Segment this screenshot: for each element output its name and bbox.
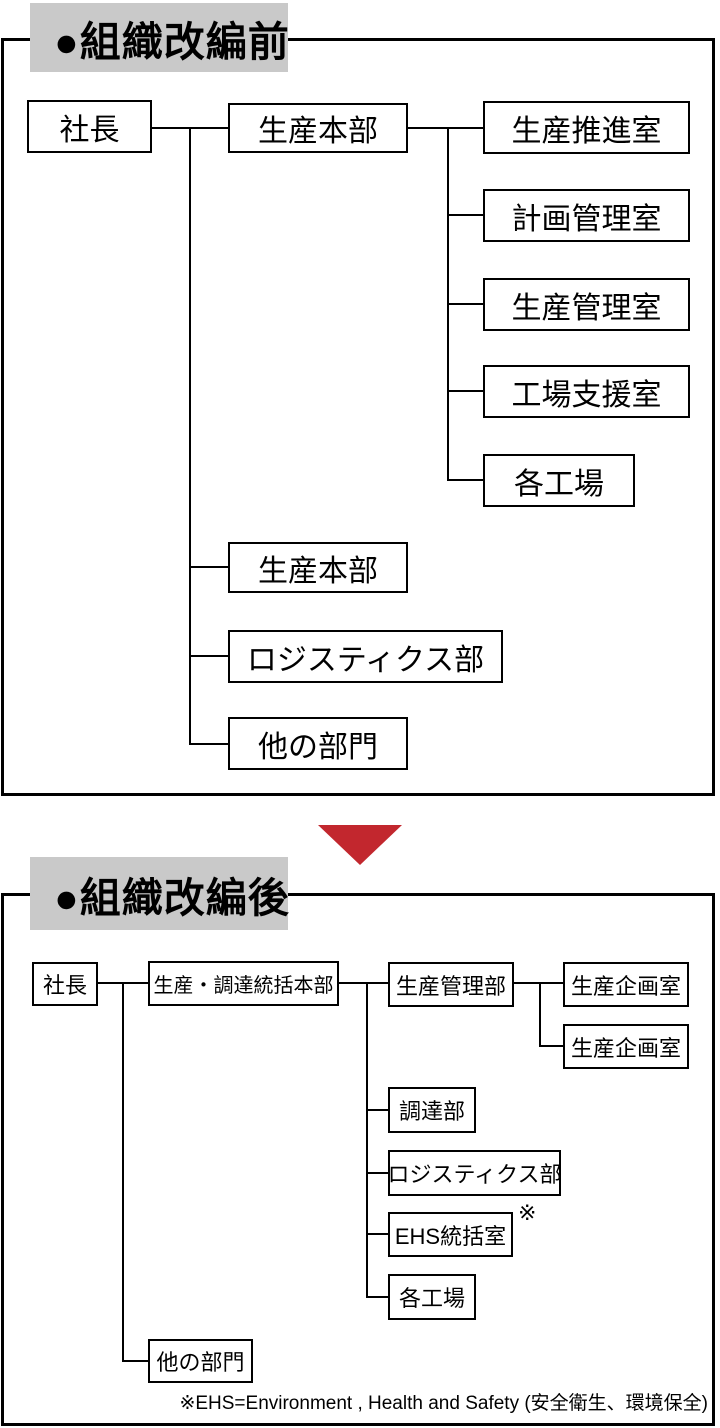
node-production-planning-office-1: 生産企画室	[563, 962, 689, 1007]
connector	[514, 982, 563, 984]
connector	[366, 1233, 388, 1235]
connector	[539, 1045, 563, 1047]
node-production-management-dept: 生産管理部	[388, 962, 514, 1007]
connector	[122, 982, 124, 1362]
before-section-title: ●組織改編前	[30, 3, 289, 72]
connector	[447, 390, 483, 392]
connector	[366, 982, 368, 1298]
ehs-footnote: ※EHS=Environment , Health and Safety (安全…	[179, 1393, 708, 1414]
node-production-hq-2-before: 生産本部	[228, 542, 408, 593]
connector	[366, 1109, 388, 1111]
node-president-before: 社長	[27, 100, 152, 153]
node-ehs-control-office: EHS統括室	[388, 1212, 513, 1257]
node-procurement-dept: 調達部	[388, 1087, 476, 1133]
node-each-factory-after: 各工場	[388, 1274, 476, 1320]
connector	[447, 214, 483, 216]
connector	[189, 566, 228, 568]
node-logistics-dept-before: ロジスティクス部	[228, 630, 503, 683]
node-factory-support-office: 工場支援室	[483, 365, 690, 418]
ehs-footnote-reference-mark: ※	[518, 1200, 537, 1225]
down-arrow-icon	[318, 825, 402, 865]
node-production-hq-before: 生産本部	[228, 103, 408, 153]
node-production-procurement-hq: 生産・調達統括本部	[148, 961, 339, 1006]
connector	[447, 479, 483, 481]
node-each-factory-before: 各工場	[483, 454, 635, 507]
connector	[189, 743, 228, 745]
node-other-depts-after: 他の部門	[148, 1339, 253, 1383]
connector	[447, 303, 483, 305]
node-president-after: 社長	[32, 962, 98, 1006]
connector	[189, 655, 228, 657]
connector	[122, 1360, 148, 1362]
before-section-frame	[1, 38, 715, 796]
connector	[408, 127, 483, 129]
connector	[539, 982, 541, 1047]
connector	[366, 1296, 388, 1298]
after-section-frame	[1, 893, 715, 1426]
connector	[366, 1172, 388, 1174]
after-section-title: ●組織改編後	[30, 857, 289, 930]
node-production-management-office: 生産管理室	[483, 278, 690, 331]
node-logistics-dept-after: ロジスティクス部	[387, 1150, 562, 1196]
connector	[339, 982, 388, 984]
node-planning-management-office: 計画管理室	[483, 189, 690, 242]
node-production-planning-office-2: 生産企画室	[563, 1024, 689, 1069]
connector	[189, 127, 191, 745]
node-production-promotion-office: 生産推進室	[483, 101, 690, 154]
node-other-depts-before: 他の部門	[228, 717, 408, 770]
